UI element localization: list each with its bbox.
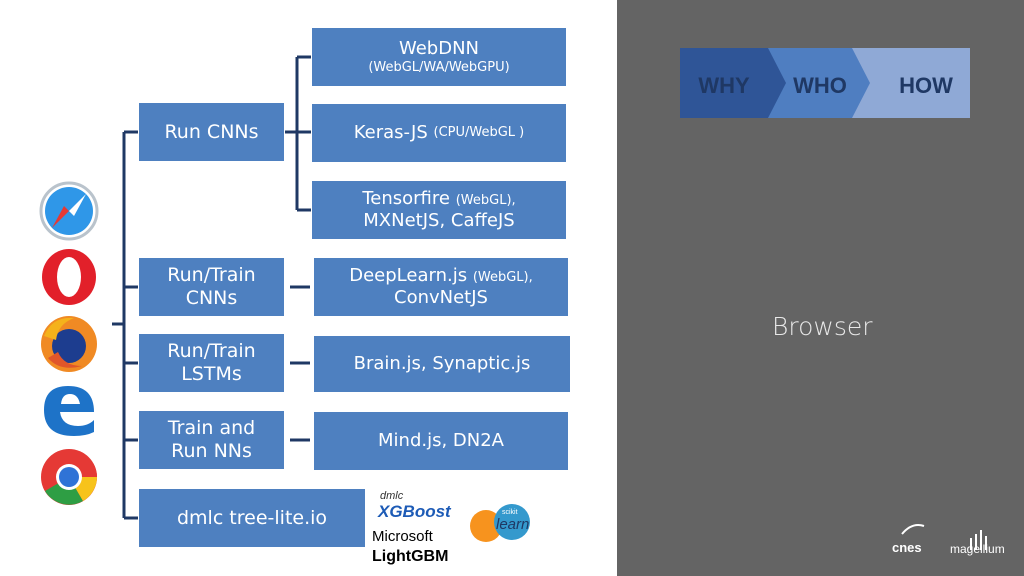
cnes-swoosh-icon [901, 524, 925, 535]
lib-tensorfire-line2: MXNetJS, CaffeJS [363, 210, 515, 231]
category-run-train-cnns: Run/Train CNNs [139, 258, 284, 316]
sklearn-learn-text: learn [496, 516, 530, 533]
lib-deeplearn-detail: (WebGL), [472, 270, 533, 286]
sklearn-scikit-text: scikit [502, 509, 518, 516]
sklearn-logo-icon [470, 504, 530, 542]
category-dmlc-treelite: dmlc tree-lite.io [139, 489, 365, 547]
lib-tensorfire: Tensorfire (WebGL), MXNetJS, CaffeJS [312, 181, 566, 239]
nav-who: WHO [793, 73, 847, 98]
xgboost-dmlc-text: dmlc [380, 490, 404, 502]
lib-brain-synaptic: Brain.js, Synaptic.js [314, 336, 570, 392]
lib-mind-dn2a: Mind.js, DN2A [314, 412, 568, 470]
lib-deeplearn: DeepLearn.js (WebGL), ConvNetJS [314, 258, 568, 316]
lib-deeplearn-line2: ConvNetJS [394, 287, 488, 308]
opera-icon [42, 249, 96, 305]
category-run-cnns: Run CNNs [139, 103, 284, 161]
lib-webdnn-name: WebDNN [398, 38, 480, 60]
firefox-icon [41, 316, 97, 372]
edge-icon [44, 386, 94, 436]
microsoft-text: Microsoft [372, 528, 433, 545]
category-run-train-lstms: Run/Train LSTMs [139, 334, 284, 392]
safari-icon [39, 181, 99, 241]
chrome-icon [41, 449, 97, 505]
why-who-how-nav: WHY WHO HOW [680, 48, 970, 118]
xgboost-logo: XGBoost [378, 502, 451, 521]
lightgbm-text: LightGBM [372, 548, 449, 565]
tree-connectors [112, 55, 311, 520]
lib-tensorfire-detail: (WebGL), [455, 193, 516, 209]
cnes-text: cnes [892, 540, 922, 555]
lib-kerasjs: Keras-JS (CPU/WebGL ) [312, 104, 566, 162]
nav-how-shape [850, 48, 970, 118]
lib-webdnn: WebDNN (WebGL/WA/WebGPU) [312, 28, 566, 86]
browser-title: Browser [772, 312, 873, 341]
lib-webdnn-detail: (WebGL/WA/WebGPU) [368, 60, 510, 75]
nav-why-shape [680, 48, 786, 118]
lib-kerasjs-detail: (CPU/WebGL ) [433, 125, 525, 141]
category-train-run-nns: Train and Run NNs [139, 411, 284, 469]
lib-tensorfire-name: Tensorfire [362, 188, 450, 210]
magellium-bars-icon [970, 530, 987, 550]
nav-why: WHY [698, 73, 750, 98]
nav-how: HOW [899, 73, 953, 98]
nav-who-shape [766, 48, 870, 118]
lib-deeplearn-name: DeepLearn.js [349, 265, 468, 287]
magellium-text: magellium [950, 542, 1005, 556]
lib-kerasjs-name: Keras-JS [353, 122, 428, 144]
